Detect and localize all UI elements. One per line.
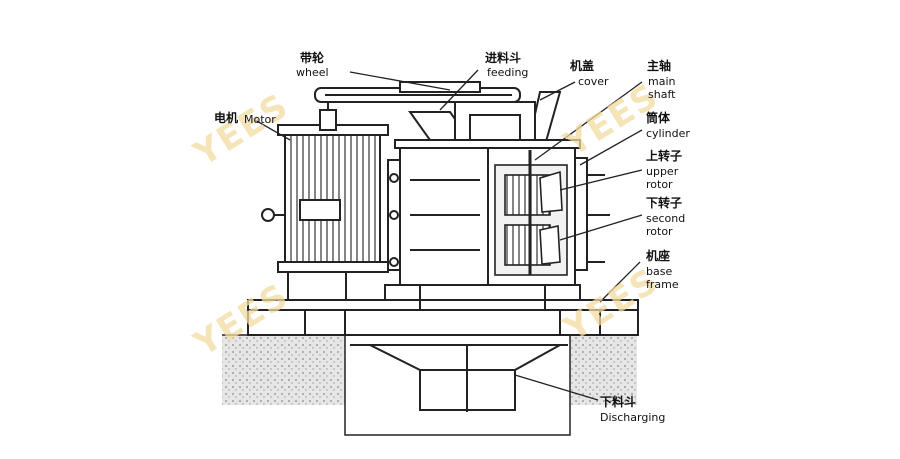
label-second-rotor-en1: second [646,212,686,225]
label-wheel-en: wheel [296,66,329,79]
discharging-hopper [350,344,568,412]
label-feeding-en: feeding [487,66,529,79]
feeding-hopper [408,91,562,146]
label-main-shaft-en1: main [648,75,676,88]
rotor-cutaway [494,150,568,276]
label-wheel-zh: 带轮 [300,51,325,65]
belt-wheel [314,81,521,103]
motor [261,95,389,301]
label-upper-rotor-en2: rotor [646,178,673,191]
label-second-rotor-zh: 下转子 [646,196,683,210]
label-upper-rotor-en1: upper [646,165,679,178]
label-motor-en: Motor [244,113,276,126]
label-discharging-en: Discharging [600,411,666,424]
label-cover-zh: 机盖 [570,59,595,73]
label-cylinder-zh: 筒体 [646,111,671,125]
label-feeding-zh: 进料斗 [485,51,522,65]
ground [222,334,637,436]
label-base-frame-en2: frame [646,278,679,291]
label-motor-zh: 电机 [214,111,239,125]
label-base-frame-en1: base [646,265,673,278]
label-discharging-zh: 下料斗 [600,395,637,409]
label-cover-en: cover [578,75,609,88]
label-second-rotor-en2: rotor [646,225,673,238]
label-base-frame-zh: 机座 [646,249,671,263]
label-main-shaft-en2: shaft [648,88,676,101]
label-main-shaft-zh: 主轴 [647,59,672,73]
leader-lines [254,69,643,401]
label-upper-rotor-zh: 上转子 [646,149,683,163]
label-cylinder-en: cylinder [646,127,690,140]
